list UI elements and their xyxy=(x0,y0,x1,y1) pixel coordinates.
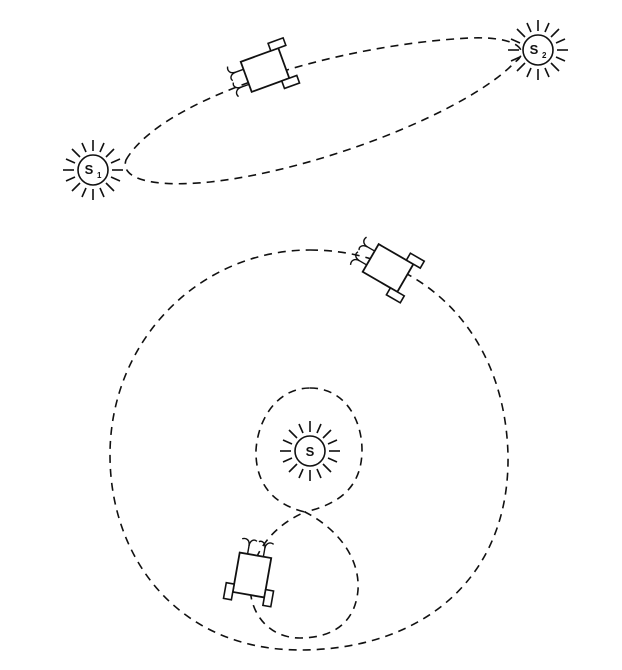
outer-circle-path xyxy=(109,249,509,651)
sensor-antenna-icon xyxy=(241,537,275,557)
sensor-antenna-icon xyxy=(349,236,376,266)
wheel-icon xyxy=(261,588,275,608)
sun-rays-icon xyxy=(63,140,123,200)
ellipse-path xyxy=(124,37,523,185)
light-source-s: S xyxy=(280,421,340,481)
light-subscript-s1: 1 xyxy=(97,171,102,180)
vehicle-top xyxy=(226,36,301,98)
vehicle-middle xyxy=(349,236,426,304)
light-label-s: S xyxy=(306,444,315,459)
wheel-icon xyxy=(385,286,406,304)
sensor-antenna-icon xyxy=(226,66,250,98)
wheel-icon xyxy=(222,581,236,601)
light-label-s1: S xyxy=(85,162,94,177)
figure-eight-path xyxy=(249,387,363,639)
sun-rays-icon xyxy=(280,421,340,481)
light-source-s1: S 1 xyxy=(63,140,123,200)
wheel-icon xyxy=(267,36,287,52)
vehicle-bottom xyxy=(222,537,275,608)
wheel-icon xyxy=(280,74,301,90)
light-label-s2: S xyxy=(530,42,539,57)
wheel-icon xyxy=(405,252,426,270)
sun-rays-icon xyxy=(508,20,568,80)
light-source-s2: S 2 xyxy=(508,20,568,80)
light-subscript-s2: 2 xyxy=(542,51,547,60)
